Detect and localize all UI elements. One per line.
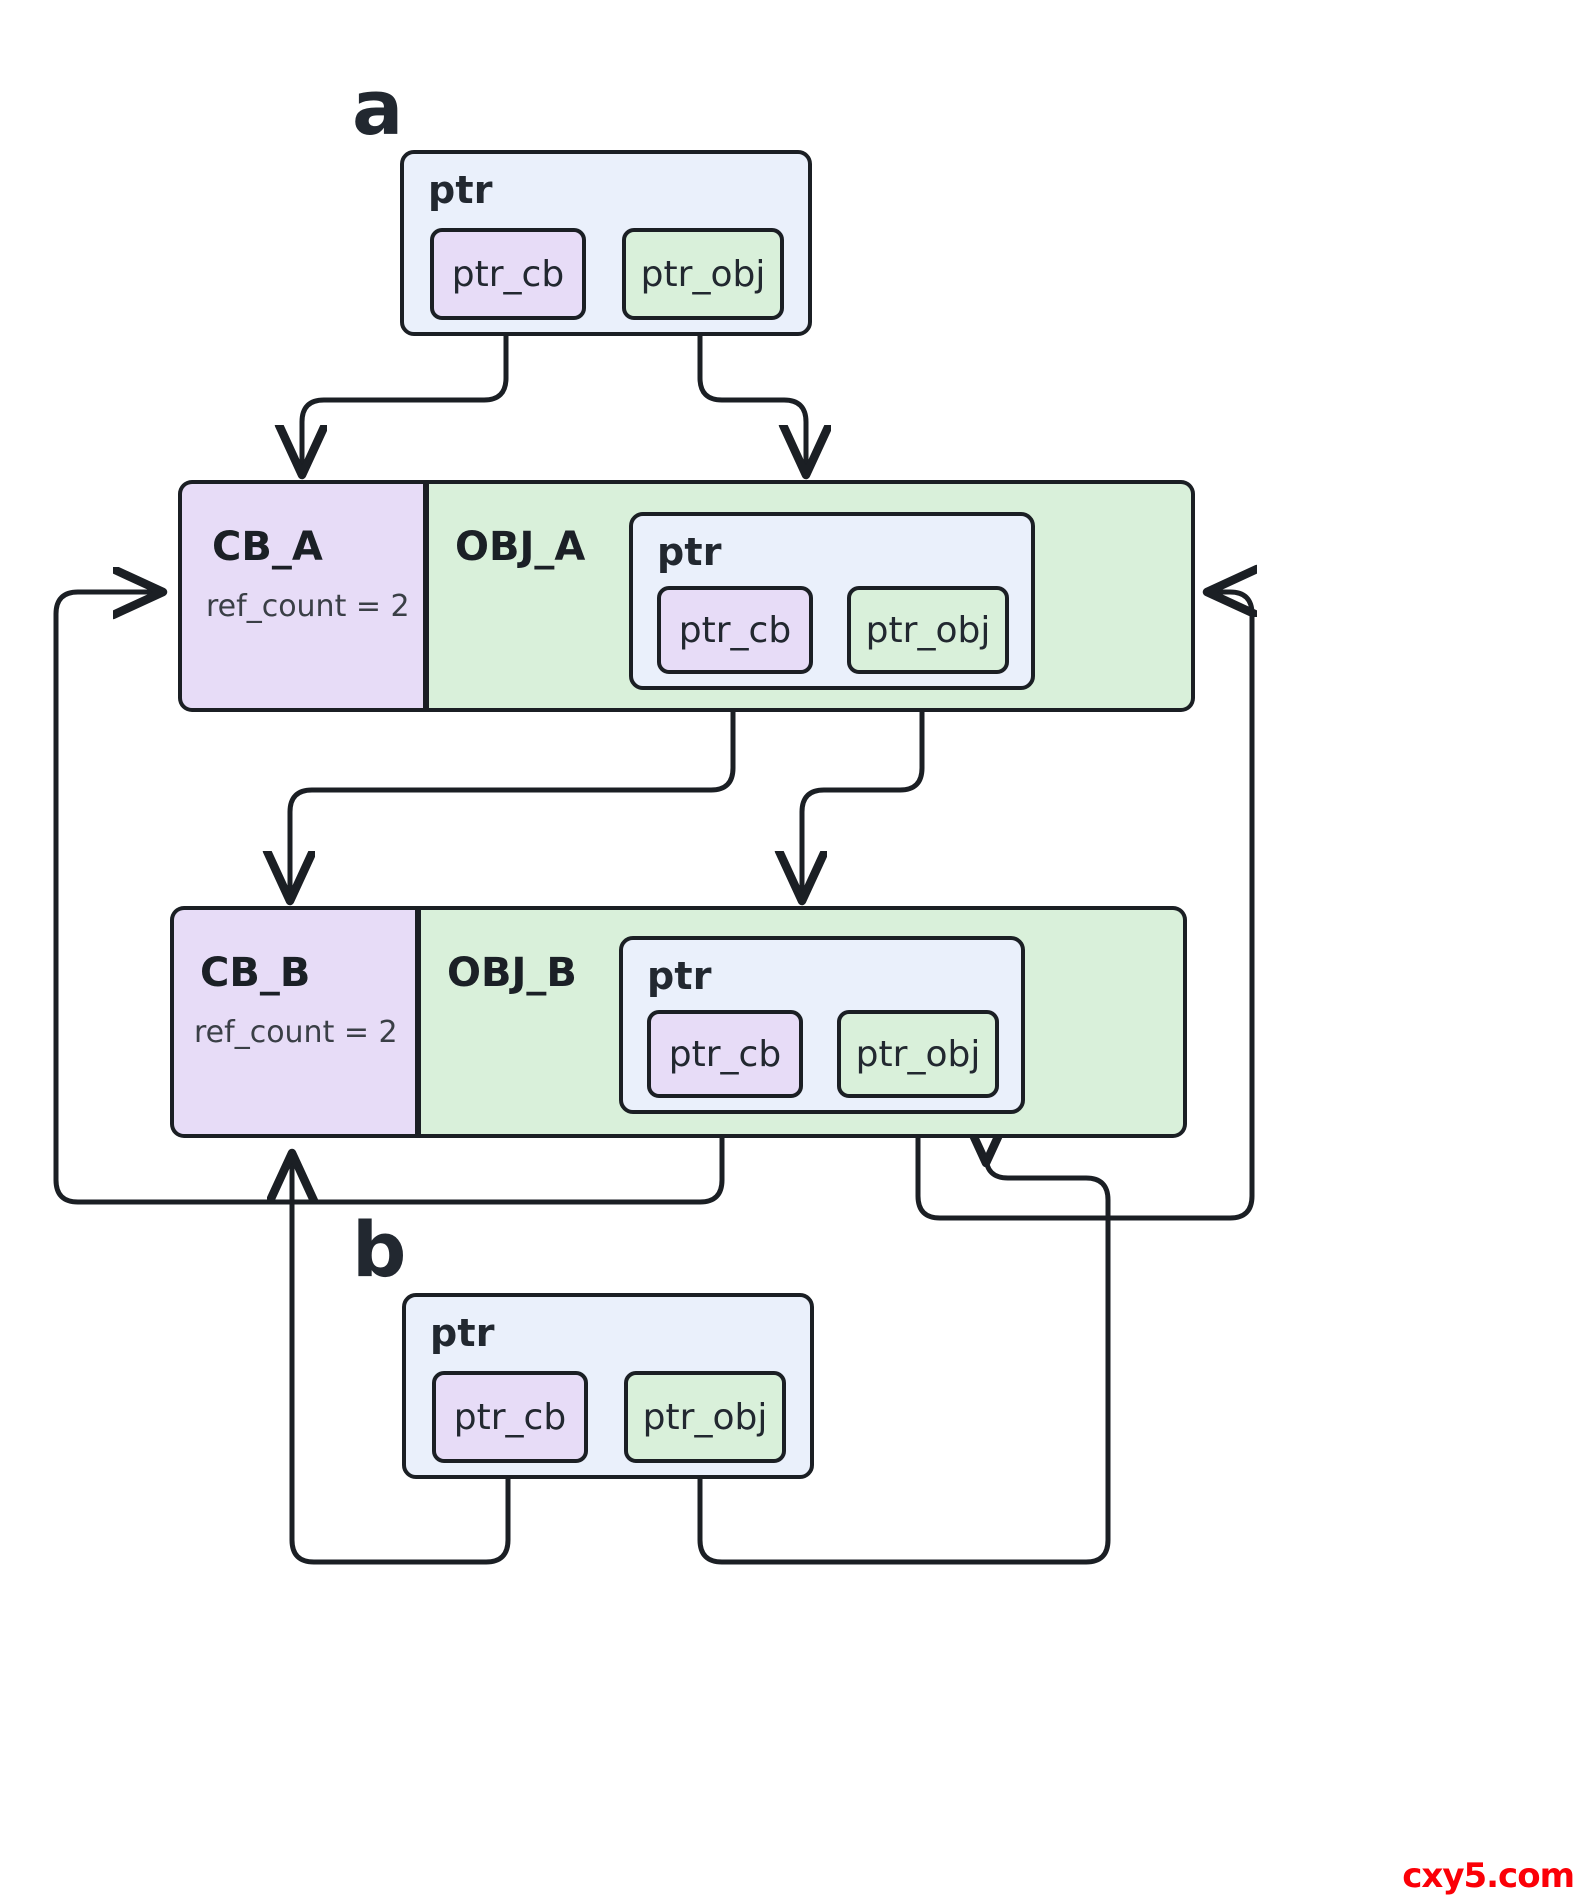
ptr-box-in-object-b: ptr ptr_cb ptr_obj	[619, 936, 1025, 1114]
edge-ptrb-obj-to-objb	[697, 1156, 1111, 1565]
ptr-box-a-ptr-obj-label: ptr_obj	[640, 253, 766, 295]
ptr-box-b-ptr-obj-slot[interactable]: ptr_obj	[624, 1371, 786, 1463]
ptr-box-a: ptr ptr_cb ptr_obj	[400, 150, 812, 336]
control-block-b-title: CB_B	[200, 950, 311, 996]
control-block-b: CB_B ref_count = 2	[170, 906, 418, 1138]
control-block-a-refcount: ref_count = 2	[206, 589, 410, 624]
edge-objb-cb-to-cba	[53, 592, 725, 1205]
edge-ptra-obj-to-obja	[697, 335, 806, 470]
object-a-ptr-obj-slot[interactable]: ptr_obj	[847, 586, 1009, 674]
site-watermark: cxy5.com	[1402, 1856, 1575, 1896]
edge-ptrb-cb-to-cbb	[292, 1158, 511, 1565]
object-a-ptr-cb-slot[interactable]: ptr_cb	[657, 586, 813, 674]
ptr-box-b-ptr-obj-label: ptr_obj	[642, 1396, 768, 1438]
edge-obja-obj-to-objb	[802, 690, 925, 896]
ptr-box-b: ptr ptr_cb ptr_obj	[402, 1293, 814, 1479]
ptr-box-in-object-a: ptr ptr_cb ptr_obj	[629, 512, 1035, 690]
control-block-a: CB_A ref_count = 2	[178, 480, 426, 712]
control-block-b-refcount: ref_count = 2	[194, 1015, 398, 1050]
control-block-a-title: CB_A	[212, 524, 323, 570]
object-b: OBJ_B ptr ptr_cb ptr_obj	[418, 906, 1187, 1138]
ptr-box-b-ptr-cb-slot[interactable]: ptr_cb	[432, 1371, 588, 1463]
object-b-ptr-cb-slot[interactable]: ptr_cb	[647, 1010, 803, 1098]
object-b-ptr-obj-slot[interactable]: ptr_obj	[837, 1010, 999, 1098]
edge-objb-obj-to-obja	[915, 592, 1252, 1221]
ptr-box-b-title: ptr	[430, 1311, 495, 1355]
ptr-box-a-ptr-cb-label: ptr_cb	[451, 253, 565, 295]
ptr-box-a-title: ptr	[428, 168, 493, 212]
object-b-ptr-cb-label: ptr_cb	[668, 1033, 782, 1075]
panel-label-b: b	[352, 1205, 407, 1294]
edge-obja-cb-to-cbb	[290, 690, 736, 896]
ptr-box-b-ptr-cb-label: ptr_cb	[453, 1396, 567, 1438]
ptr-box-in-object-a-title: ptr	[657, 530, 722, 574]
ptr-box-in-object-b-title: ptr	[647, 954, 712, 998]
object-b-ptr-obj-label: ptr_obj	[855, 1033, 981, 1075]
object-b-title: OBJ_B	[447, 950, 577, 996]
panel-label-a: a	[352, 63, 404, 152]
ptr-box-a-ptr-obj-slot[interactable]: ptr_obj	[622, 228, 784, 320]
edge-ptra-cb-to-cba	[302, 335, 509, 470]
object-a-title: OBJ_A	[455, 524, 586, 570]
object-a-ptr-cb-label: ptr_cb	[678, 609, 792, 651]
object-a: OBJ_A ptr ptr_cb ptr_obj	[426, 480, 1195, 712]
ptr-box-a-ptr-cb-slot[interactable]: ptr_cb	[430, 228, 586, 320]
object-a-ptr-obj-label: ptr_obj	[865, 609, 991, 651]
